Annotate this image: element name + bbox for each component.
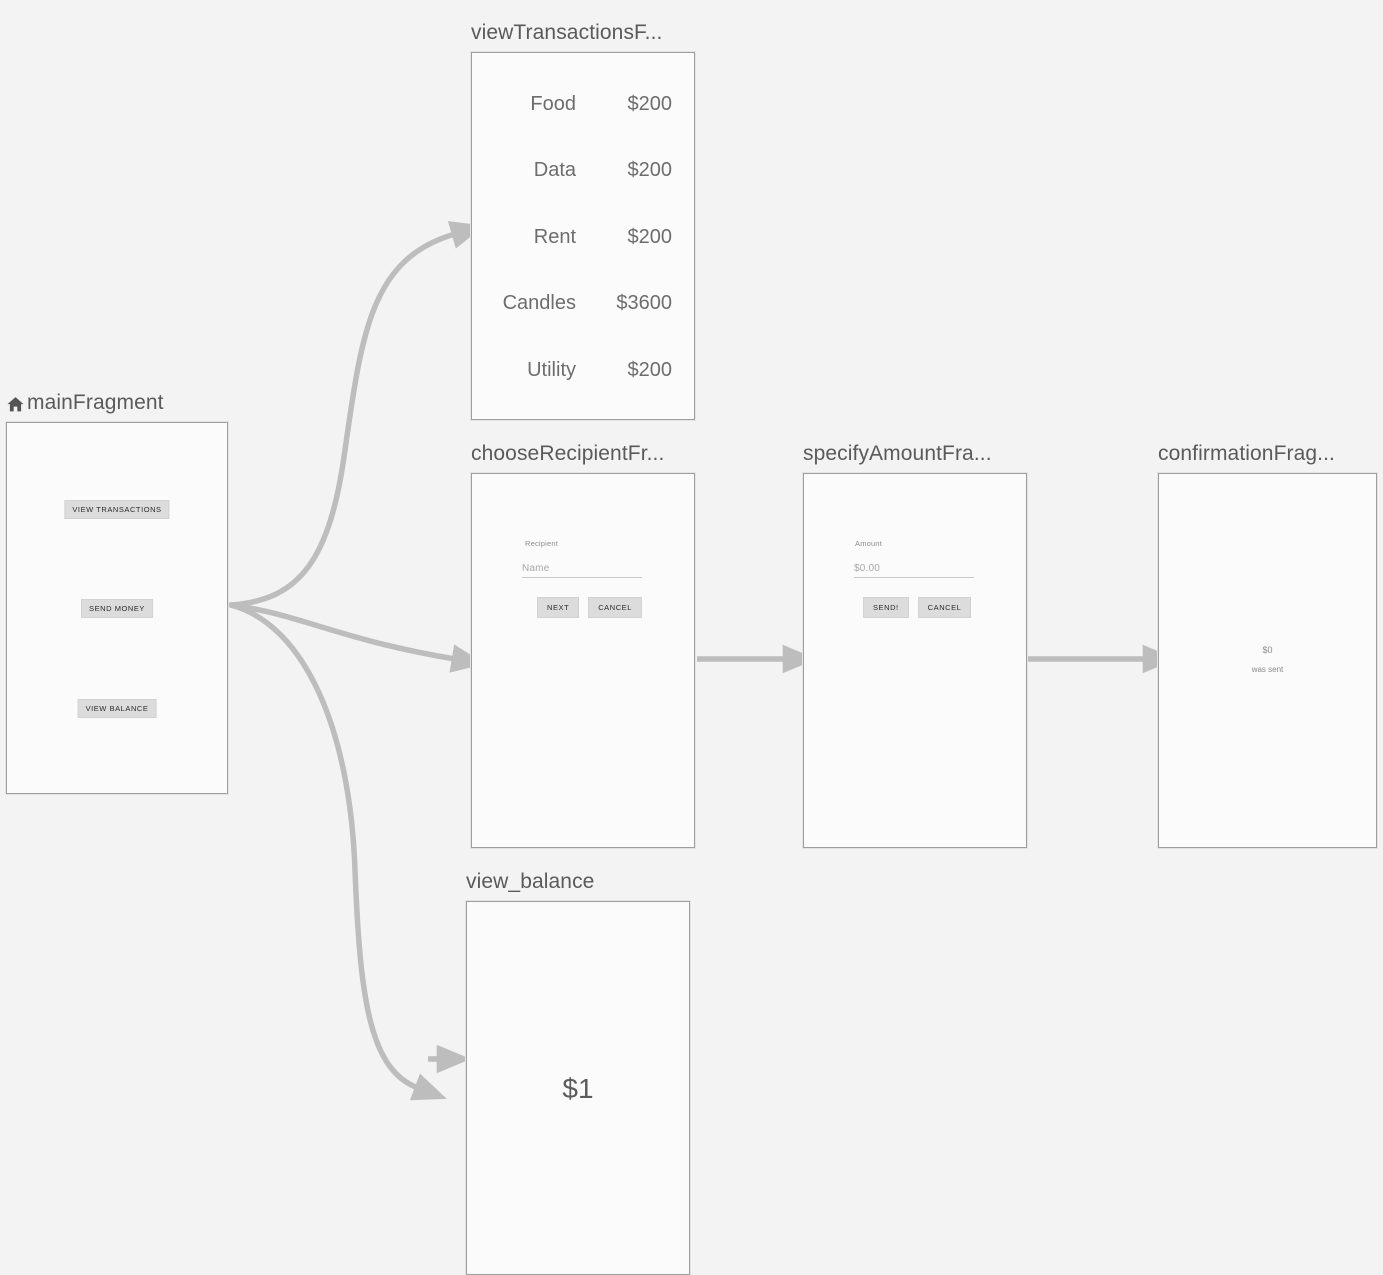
recipient-label: Recipient xyxy=(525,539,559,548)
table-row: Data $200 xyxy=(471,159,695,181)
node-frame-specify-amount-fragment xyxy=(803,473,1027,848)
transaction-amount: $200 xyxy=(627,226,673,248)
node-title-main-fragment: mainFragment xyxy=(6,390,164,416)
node-choose-recipient-fragment[interactable]: chooseRecipientFr... Recipient Name NEXT… xyxy=(471,442,695,848)
node-title-text: viewTransactionsF... xyxy=(471,21,663,44)
transaction-amount: $200 xyxy=(627,159,673,181)
balance-amount: $1 xyxy=(562,1073,594,1104)
table-row: Food $200 xyxy=(471,93,695,115)
node-body-view-balance-fragment: $1 xyxy=(466,901,690,1275)
view-balance-button[interactable]: VIEW BALANCE xyxy=(77,699,157,718)
amount-label: Amount xyxy=(855,539,883,548)
node-view-balance-fragment[interactable]: view_balance $1 xyxy=(466,870,690,1275)
cancel-button[interactable]: CANCEL xyxy=(917,597,972,618)
amount-input[interactable]: $0.00 xyxy=(854,563,974,578)
cancel-button[interactable]: CANCEL xyxy=(588,597,642,618)
node-body-choose-recipient-fragment: Recipient Name NEXT CANCEL xyxy=(471,473,695,848)
node-title-text: mainFragment xyxy=(27,391,164,414)
node-body-specify-amount-fragment: Amount $0.00 SEND! CANCEL xyxy=(803,473,1027,848)
transaction-category: Candles xyxy=(502,292,576,314)
node-title-text: confirmationFrag... xyxy=(1158,442,1335,465)
transaction-amount: $3600 xyxy=(616,292,672,314)
specify-amount-button-row: SEND! CANCEL xyxy=(863,597,972,618)
node-body-confirmation-fragment: $0 was sent xyxy=(1158,473,1377,848)
table-row: Candles $3600 xyxy=(471,292,695,314)
node-title-text: specifyAmountFra... xyxy=(803,442,992,465)
node-frame-main-fragment xyxy=(6,422,228,794)
transactions-list: Food $200 Data $200 Rent $200 Candles $3… xyxy=(471,52,695,420)
connector-main-to-choose-recipient xyxy=(228,602,486,673)
node-frame-confirmation-fragment xyxy=(1158,473,1377,848)
send-button[interactable]: SEND! xyxy=(863,597,909,618)
node-confirmation-fragment[interactable]: confirmationFrag... $0 was sent xyxy=(1158,442,1377,848)
choose-recipient-button-row: NEXT CANCEL xyxy=(537,597,642,618)
node-frame-view-transactions-fragment xyxy=(471,52,695,420)
node-title-confirmation-fragment: confirmationFrag... xyxy=(1158,441,1335,467)
node-title-text: view_balance xyxy=(466,870,595,893)
confirmation-message: was sent xyxy=(1251,665,1284,674)
node-title-specify-amount-fragment: specifyAmountFra... xyxy=(803,441,992,467)
transaction-category: Rent xyxy=(533,226,576,248)
transaction-category: Utility xyxy=(527,359,576,381)
node-title-choose-recipient-fragment: chooseRecipientFr... xyxy=(471,441,664,467)
node-title-text: chooseRecipientFr... xyxy=(471,442,665,465)
send-money-button[interactable]: SEND MONEY xyxy=(81,599,153,618)
confirmation-amount: $0 xyxy=(1262,645,1273,655)
node-main-fragment[interactable]: mainFragment VIEW TRANSACTIONS SEND MONE… xyxy=(6,391,228,794)
connector-main-to-view-transactions xyxy=(228,221,485,608)
recipient-name-input[interactable]: Name xyxy=(522,563,642,578)
node-frame-choose-recipient-fragment xyxy=(471,473,695,848)
node-body-main-fragment: VIEW TRANSACTIONS SEND MONEY VIEW BALANC… xyxy=(6,422,228,794)
table-row: Rent $200 xyxy=(471,226,695,248)
transaction-amount: $200 xyxy=(627,359,673,381)
next-button[interactable]: NEXT xyxy=(537,597,580,618)
home-icon xyxy=(6,395,25,414)
transaction-category: Food xyxy=(530,93,576,115)
transaction-amount: $200 xyxy=(627,93,673,115)
node-view-transactions-fragment[interactable]: viewTransactionsF... Food $200 Data $200… xyxy=(471,21,695,420)
node-specify-amount-fragment[interactable]: specifyAmountFra... Amount $0.00 SEND! C… xyxy=(803,442,1027,848)
transaction-category: Data xyxy=(533,159,576,181)
node-title-view-balance-fragment: view_balance xyxy=(466,869,594,895)
node-title-view-transactions-fragment: viewTransactionsF... xyxy=(471,20,662,46)
table-row: Utility $200 xyxy=(471,359,695,381)
node-frame-view-balance-fragment xyxy=(466,901,690,1275)
connector-main-to-view-balance xyxy=(228,602,447,1101)
view-transactions-button[interactable]: VIEW TRANSACTIONS xyxy=(64,500,170,519)
